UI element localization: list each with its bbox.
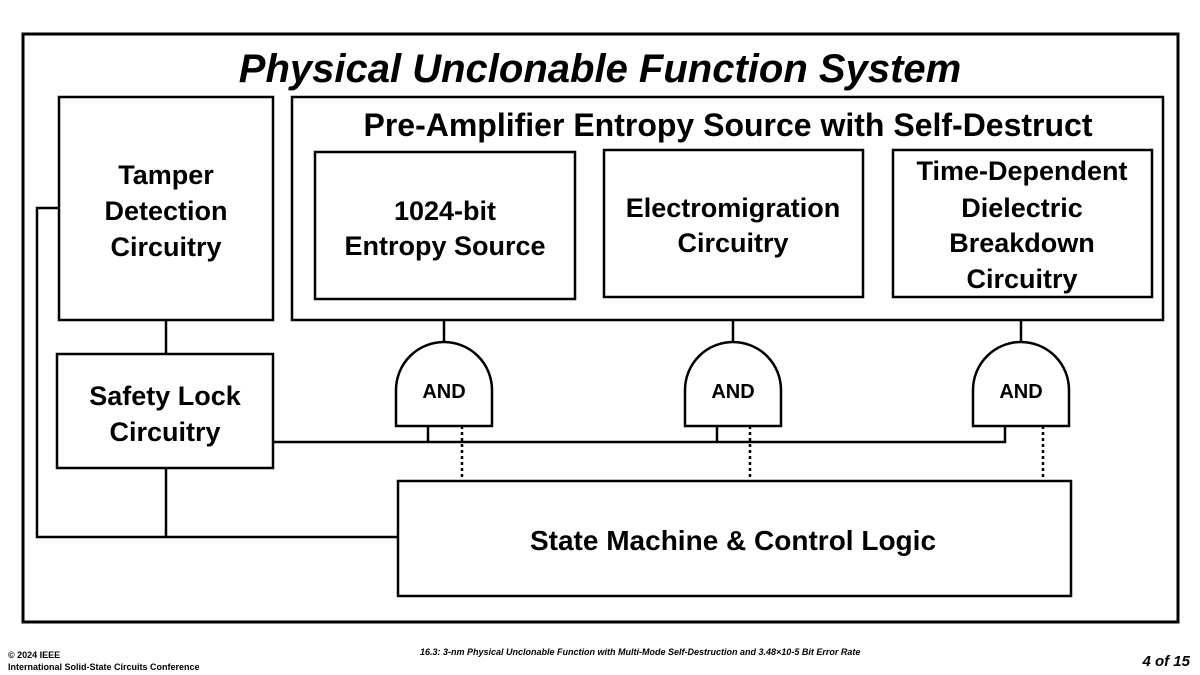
tddb-label-line-3: Breakdown	[949, 228, 1095, 258]
safety-label-line-2: Circuitry	[109, 417, 220, 447]
diagram-title: Physical Unclonable Function System	[239, 47, 961, 91]
dotted-control-lines	[460, 426, 1045, 481]
tddb-box	[891, 148, 1154, 299]
entropy-label-line-1: 1024-bit	[394, 196, 496, 226]
footer-paper-title: 16.3: 3-nm Physical Unclonable Function …	[420, 647, 861, 657]
state-machine-box	[396, 479, 1073, 598]
safety-lock-box	[55, 352, 275, 470]
tamper-label-line-3: Circuitry	[110, 232, 221, 262]
tddb-label-line-4: Circuitry	[966, 264, 1077, 294]
footer-page-number: 4 of 15	[1142, 653, 1190, 670]
and-gate-1	[394, 340, 494, 428]
electromigration-box	[602, 148, 865, 299]
and-gate-3-label: AND	[999, 381, 1042, 403]
and-gate-3	[971, 340, 1071, 428]
tddb-label-line-2: Dielectric	[961, 193, 1083, 223]
outer-frame	[21, 32, 1180, 624]
state-machine-label: State Machine & Control Logic	[530, 525, 936, 556]
tamper-detection-box	[57, 95, 275, 322]
and-gate-1-label: AND	[422, 381, 465, 403]
em-label-line-2: Circuitry	[677, 228, 788, 258]
entropy-source-box	[313, 150, 577, 301]
footer-credits: © 2024 IEEE International Solid-State Ci…	[8, 649, 200, 673]
preamp-title: Pre-Amplifier Entropy Source with Self-D…	[363, 107, 1092, 143]
em-label-line-1: Electromigration	[626, 193, 841, 223]
tamper-to-state-wire	[35, 206, 398, 539]
entropy-label-line-2: Entropy Source	[344, 231, 545, 261]
safety-lock-bus	[273, 426, 1007, 444]
tamper-label-line-2: Detection	[104, 196, 227, 226]
footer-conference: International Solid-State Circuits Confe…	[8, 662, 200, 672]
tddb-label-line-1: Time-Dependent	[916, 156, 1127, 186]
and-gate-2-label: AND	[711, 381, 754, 403]
safety-label-line-1: Safety Lock	[89, 381, 242, 411]
tamper-label-line-1: Tamper	[118, 160, 214, 190]
and-gate-2	[683, 340, 783, 428]
footer-copyright: © 2024 IEEE	[8, 650, 61, 660]
